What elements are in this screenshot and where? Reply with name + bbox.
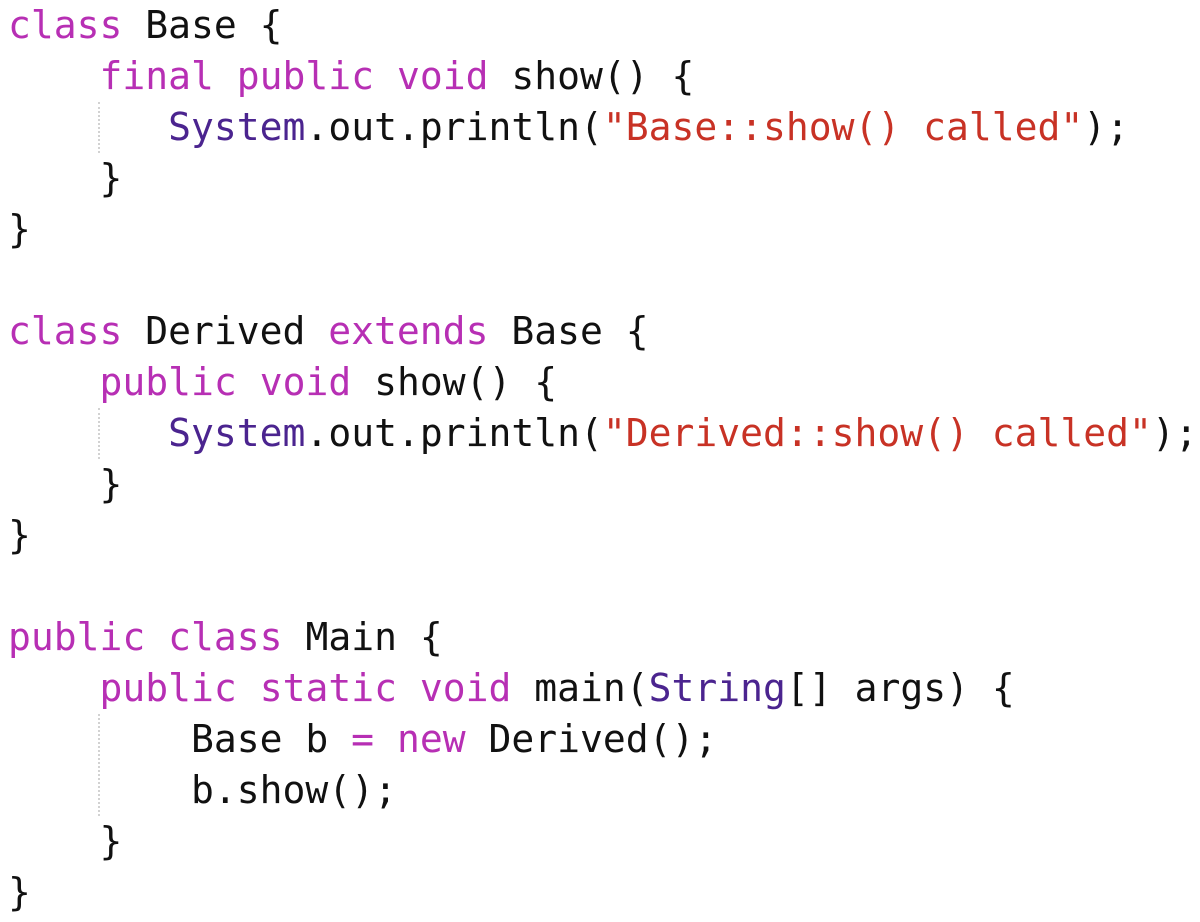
code-token	[214, 54, 237, 98]
indent-guide	[98, 102, 100, 153]
code-token: [] args) {	[785, 666, 1015, 710]
keyword-token: static	[259, 666, 397, 710]
code-token: }	[8, 870, 31, 914]
code-line: class Base {	[8, 0, 1198, 51]
code-line: }	[8, 459, 1198, 510]
code-token	[8, 54, 100, 98]
code-token: Main {	[282, 615, 443, 659]
keyword-token: void	[396, 54, 489, 98]
code-token	[8, 411, 168, 455]
keyword-token: public	[236, 54, 375, 98]
keyword-token: class	[8, 309, 123, 353]
keyword-token: =	[351, 717, 375, 761]
code-line: }	[8, 510, 1198, 561]
code-token: main(	[511, 666, 649, 710]
code-token	[397, 666, 420, 710]
code-line: final public void show() {	[8, 51, 1198, 102]
code-line: class Derived extends Base {	[8, 306, 1198, 357]
code-token	[374, 717, 397, 761]
code-token	[8, 360, 100, 404]
code-line: }	[8, 867, 1198, 918]
code-line	[8, 255, 1198, 306]
code-lines: class Base { final public void show() { …	[8, 0, 1198, 918]
code-token: Base {	[122, 3, 283, 47]
code-token	[8, 666, 100, 710]
string-literal: "Base::show() called"	[602, 105, 1084, 149]
code-token: );	[1083, 105, 1130, 149]
string-literal: "Derived::show() called"	[602, 411, 1152, 455]
code-token: Derived();	[465, 717, 718, 761]
code-token: }	[8, 462, 123, 506]
code-line: }	[8, 153, 1198, 204]
code-token: .out.println(	[305, 105, 603, 149]
code-token	[374, 54, 397, 98]
keyword-token: public	[8, 615, 146, 659]
code-line: public static void main(String[] args) {	[8, 663, 1198, 714]
code-token	[237, 666, 260, 710]
code-line: }	[8, 816, 1198, 867]
code-line: public class Main {	[8, 612, 1198, 663]
keyword-token: public	[99, 360, 237, 404]
code-token: }	[8, 207, 31, 251]
type-token: System	[168, 411, 306, 455]
type-token: String	[648, 666, 786, 710]
code-token	[237, 360, 260, 404]
code-token: Base b	[8, 717, 352, 761]
type-token: System	[168, 105, 306, 149]
keyword-token: new	[396, 717, 466, 761]
code-line: b.show();	[8, 765, 1198, 816]
code-token: show() {	[488, 54, 695, 98]
keyword-token: void	[419, 666, 512, 710]
code-token: b.show();	[8, 768, 397, 812]
keyword-token: void	[259, 360, 352, 404]
code-token	[8, 105, 168, 149]
code-token: show() {	[351, 360, 558, 404]
code-token: }	[8, 156, 123, 200]
code-line: public void show() {	[8, 357, 1198, 408]
indent-guide	[98, 408, 100, 459]
code-line: System.out.println("Base::show() called"…	[8, 102, 1198, 153]
keyword-token: extends	[328, 309, 489, 353]
code-token: Base {	[488, 309, 649, 353]
code-token: Derived	[122, 309, 329, 353]
code-line: }	[8, 204, 1198, 255]
keyword-token: class	[168, 615, 283, 659]
code-token	[145, 615, 168, 659]
indent-guide	[98, 714, 100, 816]
code-token: .out.println(	[305, 411, 603, 455]
keyword-token: final	[99, 54, 214, 98]
keyword-token: class	[8, 3, 123, 47]
keyword-token: public	[99, 666, 237, 710]
code-line: System.out.println("Derived::show() call…	[8, 408, 1198, 459]
code-line: Base b = new Derived();	[8, 714, 1198, 765]
code-token: }	[8, 819, 123, 863]
code-editor: class Base { final public void show() { …	[8, 0, 1198, 922]
code-token: );	[1151, 411, 1198, 455]
code-token: }	[8, 513, 31, 557]
code-line	[8, 561, 1198, 612]
